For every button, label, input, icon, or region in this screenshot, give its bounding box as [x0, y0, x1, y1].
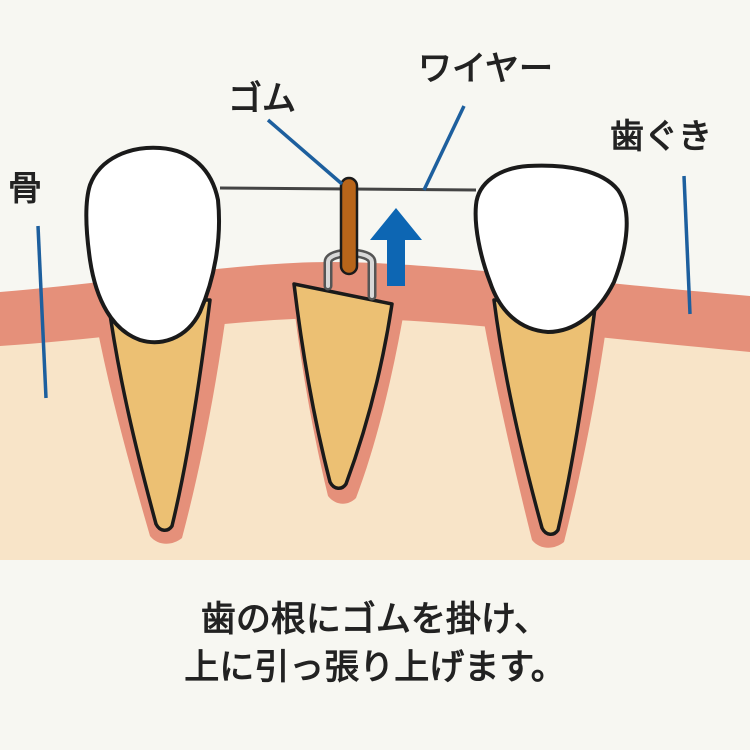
- caption: 歯の根にゴムを掛け、 上に引っ張り上げます。: [0, 596, 750, 692]
- right-crown: [473, 163, 629, 334]
- right-root: [492, 298, 598, 536]
- caption-line-1: 歯の根にゴムを掛け、: [200, 600, 550, 640]
- left-root: [106, 298, 212, 532]
- gingiva-label: 歯ぐき: [610, 117, 712, 157]
- left-crown: [84, 145, 222, 345]
- caption-line-2: 上に引っ張り上げます。: [184, 648, 566, 688]
- wire-leader-line: [422, 105, 466, 191]
- up-arrow-icon: [370, 208, 422, 286]
- wire-label: ワイヤー: [418, 49, 553, 89]
- bone-leader-line: [36, 225, 48, 399]
- rubber-elastic: [339, 176, 359, 276]
- bone-label: 骨: [8, 169, 42, 209]
- center-root: [292, 282, 394, 490]
- rubber-leader-line: [266, 118, 344, 186]
- gingiva-leader-line: [682, 175, 692, 315]
- rubber-label: ゴム: [228, 79, 296, 119]
